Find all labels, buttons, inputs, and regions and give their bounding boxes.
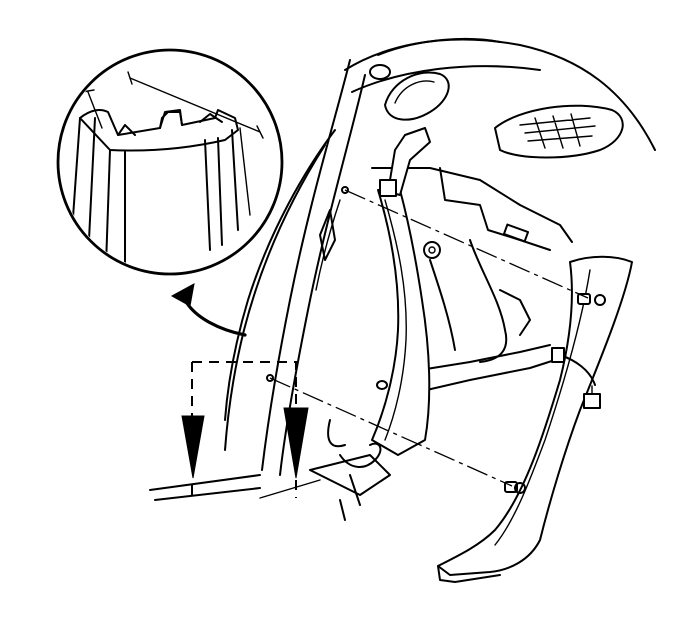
detail-leg-2 [87,117,96,261]
floor-hint-right [259,479,321,499]
roof-outline [344,38,656,151]
window-grid-lines [519,113,596,149]
roof-hole-small [369,64,391,80]
inner-panel-top [371,167,573,243]
removal-direction-arrows [181,407,309,479]
detail-circle-border [56,48,284,276]
leader-upper-origin [341,186,349,194]
strap-retainer [379,179,397,197]
clip-retainers [504,293,606,494]
detail-trim-cap [79,109,239,152]
curved-callout-arrow [170,283,247,337]
leader-upper [344,189,589,299]
lower-panel-edge-2 [404,359,556,396]
inner-panel-curve-2 [429,259,456,351]
pillar-slot-line [315,199,341,291]
trim-round-fastener-center [428,246,436,254]
clip-upper [577,293,591,305]
detail-leg-8 [239,127,251,216]
trim-clip-hole [376,380,388,390]
inner-panel-step [439,167,551,251]
leader-lower-origin [266,374,274,382]
detail-leg-3 [105,149,111,266]
detail-view-circle [56,48,284,276]
roof-inner-line [351,65,541,93]
detail-leader-ticks [127,71,264,139]
wire-harness-connector [583,393,601,409]
right-trim-foot [437,565,501,583]
callout-arrow-shaft [183,298,247,337]
right-trim-inner-line [494,269,591,546]
clip-upper-head [594,294,606,306]
panel-bracket [499,289,531,336]
floor-line-left-2 [154,487,261,501]
pillar-outer-edge [261,59,351,471]
floor-line-left [149,474,261,491]
dashed-removal-direction-box [191,361,321,499]
leader-lower [269,377,513,487]
roof-oval-inner [394,80,435,104]
trim-panel [371,189,431,456]
detail-leg-5 [204,139,211,251]
detail-leader-short [87,91,103,129]
detail-leg-6 [217,137,223,246]
dashed-box-top-right [192,361,297,410]
lower-hook [339,442,382,468]
detail-center-tab [159,111,183,129]
pillar-forward-edge-2 [224,144,326,451]
roof-oval-opening [384,71,450,121]
panel-slot [502,223,530,243]
detail-notch-right [199,113,223,123]
lower-plate-detail [339,474,361,521]
trim-round-fastener [423,241,441,259]
lower-panel-edge [419,344,551,371]
rear-window-opening [494,104,624,159]
roof-top-edge [377,37,501,56]
detail-leader-long [129,77,261,133]
pillar-slot [319,209,336,261]
inner-panel-curve [469,239,508,363]
right-pillar-trim-panel [437,255,633,576]
lower-interior-plate [309,454,391,496]
lower-bracket-curve [327,419,346,448]
wire-harness-clip [551,347,565,363]
clip-lower-head [514,482,526,494]
detail-notch-left [117,124,136,136]
right-pillar-trim [437,255,633,583]
removal-arrow-left [181,415,205,479]
pillar-forward-edge [224,129,336,421]
callout-arrow-head [170,283,195,307]
fastener-leader-lines [266,186,589,487]
detail-leg-7 [231,129,239,231]
removal-arrow-right [283,407,309,479]
trim-panel-inner-line [384,199,407,441]
